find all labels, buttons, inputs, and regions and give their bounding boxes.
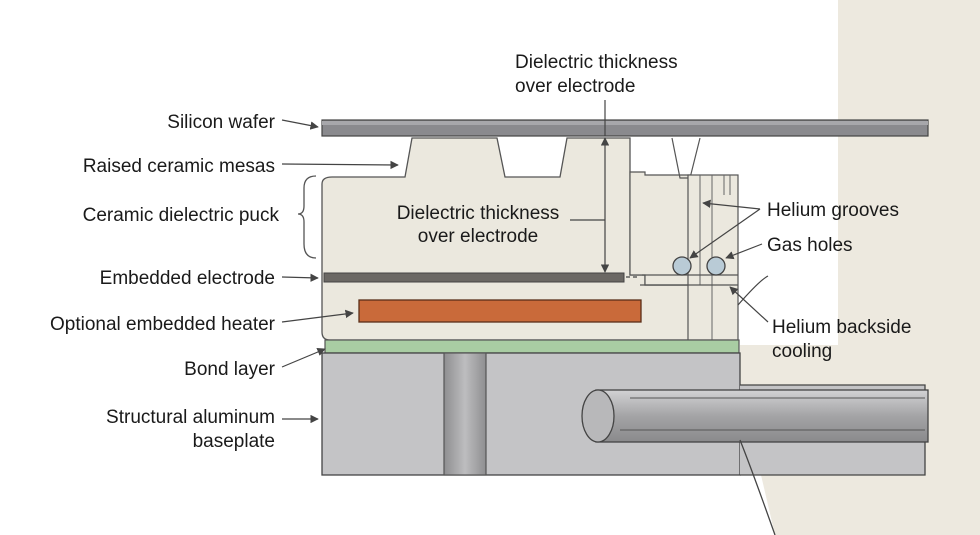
label-silicon-wafer: Silicon wafer [167,112,275,133]
label-backside-line1: Helium backside [772,317,911,338]
label-top-thickness-line2: over electrode [515,76,635,97]
puck-cutaway [630,138,700,178]
baseplate-column [443,352,487,476]
label-gas-holes: Gas holes [767,235,853,256]
bond-layer [324,339,740,354]
label-embedded-heater: Optional embedded heater [50,314,276,335]
label-bond-layer: Bond layer [184,359,276,380]
label-mid-thickness-line2: over electrode [418,226,538,247]
embedded-electrode [323,272,625,283]
label-raised-mesas: Raised ceramic mesas [83,156,275,177]
gas-hole-left [672,256,692,276]
gas-hole-right [706,256,726,276]
coolant-pipe-end [581,389,615,443]
label-top-thickness-line1: Dielectric thickness [515,52,678,73]
label-baseplate-line1: Structural aluminum [106,407,275,428]
label-dielectric-puck: Ceramic dielectric puck [83,205,280,226]
label-mid-thickness-line1: Dielectric thickness [397,203,560,224]
right-mesa [671,137,701,179]
label-backside-line2: cooling [772,341,832,362]
label-baseplate-line2: baseplate [193,431,275,452]
label-embedded-electrode: Embedded electrode [100,268,275,289]
embedded-heater [358,299,642,323]
label-helium-grooves: Helium grooves [767,200,899,221]
puck-bracket [297,175,317,259]
